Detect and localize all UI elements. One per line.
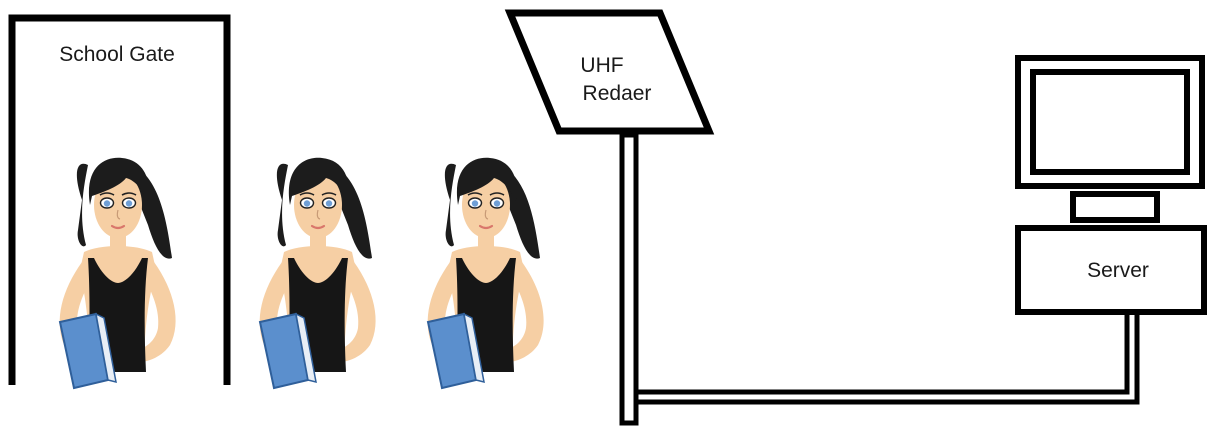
monitor-stand: [1073, 194, 1157, 220]
iris-left: [304, 200, 310, 206]
iris-right: [326, 200, 332, 206]
school-gate-label: School Gate: [59, 43, 175, 66]
server-label: Server: [1087, 259, 1149, 282]
student-1: [60, 158, 176, 388]
students-group: [60, 158, 544, 388]
student-3: [428, 158, 544, 388]
iris-right: [126, 200, 132, 206]
iris-left: [104, 200, 110, 206]
student-2: [260, 158, 376, 388]
reader-pole: [622, 135, 636, 423]
reader-label-line2: Redaer: [583, 82, 652, 105]
network-cable: [638, 312, 1137, 402]
server-computer: Server: [1018, 58, 1204, 312]
monitor-screen: [1033, 72, 1187, 172]
iris-right: [494, 200, 500, 206]
uhf-reader: UHF Redaer: [510, 13, 709, 423]
reader-label-line1: UHF: [580, 54, 623, 77]
iris-left: [472, 200, 478, 206]
